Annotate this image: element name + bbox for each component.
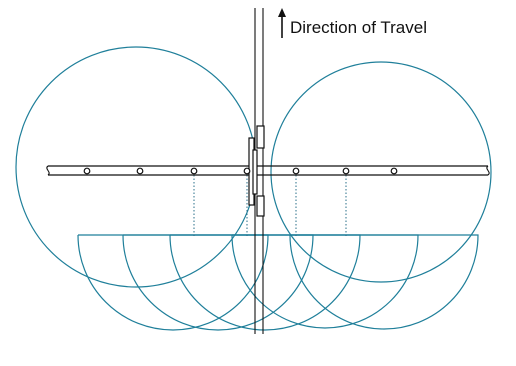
nozzle	[190, 167, 198, 175]
semicircle-pattern-2	[122, 234, 314, 331]
semicircle-pattern-1	[77, 234, 269, 331]
nozzle	[292, 167, 300, 175]
direction-of-travel-label: Direction of Travel	[290, 18, 427, 37]
nozzle	[83, 167, 91, 175]
semicircle-pattern-5	[289, 234, 479, 330]
semicircle-spray-patterns	[77, 234, 479, 331]
nozzles	[83, 167, 398, 175]
nozzle	[243, 167, 251, 175]
semicircle-pattern-3	[169, 234, 361, 331]
nozzle-projection-lines	[193, 175, 347, 236]
left-coverage-circle	[15, 46, 257, 288]
center-bracket	[248, 125, 265, 217]
nozzle	[390, 167, 398, 175]
nozzle	[136, 167, 144, 175]
direction-arrow-icon	[278, 8, 286, 38]
right-coverage-circle	[270, 61, 492, 283]
semicircle-pattern-4	[231, 234, 419, 329]
spray-boom	[46, 165, 490, 176]
nozzle	[342, 167, 350, 175]
